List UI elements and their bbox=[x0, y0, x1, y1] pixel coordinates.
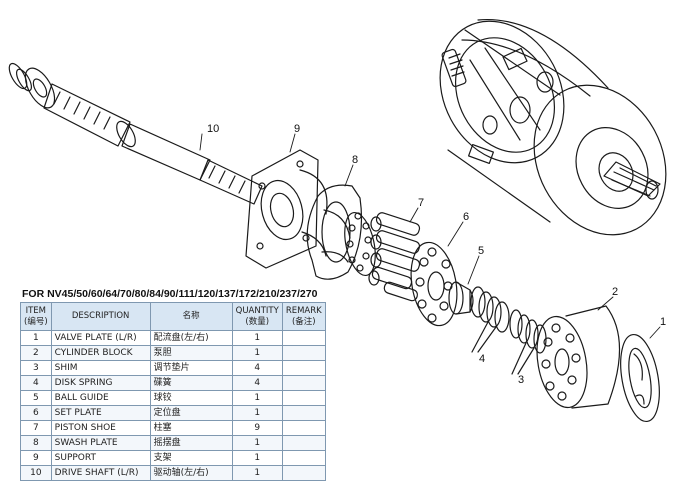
table-row: 2 CYLINDER BLOCK 泵胆 1 bbox=[20, 345, 326, 361]
cell-remark bbox=[281, 435, 326, 451]
cell-item: 2 bbox=[20, 345, 52, 361]
part-set-plate-drawing bbox=[410, 241, 458, 327]
cell-quantity: 1 bbox=[231, 345, 283, 361]
callout-9: 9 bbox=[294, 123, 300, 135]
cell-item: 6 bbox=[20, 405, 52, 421]
header-item: ITEM (编号) bbox=[20, 302, 52, 331]
cell-quantity: 1 bbox=[231, 405, 283, 421]
callout-6: 6 bbox=[463, 211, 469, 223]
cell-name: 驱动轴(左/右) bbox=[149, 465, 233, 481]
table-row: 4 DISK SPRING 碟簧 4 bbox=[20, 375, 326, 391]
header-remark-sub: (备注) bbox=[291, 316, 316, 327]
parts-table-header: ITEM (编号) DESCRIPTION 名称 QUANTITY (数量) R… bbox=[20, 302, 326, 331]
part-disk-spring-and-shim-drawing bbox=[470, 286, 547, 375]
table-row: 8 SWASH PLATE 摇摆盘 1 bbox=[20, 435, 326, 451]
callout-5: 5 bbox=[478, 245, 484, 257]
cell-quantity: 1 bbox=[231, 450, 283, 466]
parts-list-caption: FOR NV45/50/60/64/70/80/84/90/111/120/13… bbox=[22, 288, 318, 300]
cell-item: 8 bbox=[20, 435, 52, 451]
table-row: 5 BALL GUIDE 球铰 1 bbox=[20, 390, 326, 406]
cell-remark bbox=[281, 360, 326, 376]
callout-2: 2 bbox=[612, 286, 618, 298]
header-description: DESCRIPTION bbox=[50, 302, 151, 331]
cell-name: 碟簧 bbox=[149, 375, 233, 391]
cell-description: SUPPORT bbox=[50, 450, 151, 466]
callout-7: 7 bbox=[418, 197, 424, 209]
cell-quantity: 1 bbox=[231, 435, 283, 451]
cell-remark bbox=[281, 375, 326, 391]
header-item-sub: (编号) bbox=[24, 316, 48, 327]
table-row: 10 DRIVE SHAFT (L/R) 驱动轴(左/右) 1 bbox=[20, 465, 326, 481]
cell-description: CYLINDER BLOCK bbox=[50, 345, 151, 361]
cell-quantity: 4 bbox=[231, 360, 283, 376]
cell-item: 5 bbox=[20, 390, 52, 406]
cell-description: VALVE PLATE (L/R) bbox=[50, 330, 151, 346]
cell-remark bbox=[281, 450, 326, 466]
cell-description: SET PLATE bbox=[50, 405, 151, 421]
part-piston-shoe-drawing bbox=[344, 211, 421, 302]
table-row: 9 SUPPORT 支架 1 bbox=[20, 450, 326, 466]
cell-name: 球铰 bbox=[149, 390, 233, 406]
cell-remark bbox=[281, 420, 326, 436]
cell-description: SHIM bbox=[50, 360, 151, 376]
header-remark-label: REMARK bbox=[285, 305, 322, 316]
cell-quantity: 1 bbox=[231, 465, 283, 481]
callout-3: 3 bbox=[518, 374, 524, 386]
callout-10: 10 bbox=[207, 123, 219, 135]
cell-item: 10 bbox=[20, 465, 52, 481]
cell-description: BALL GUIDE bbox=[50, 390, 151, 406]
header-quantity-sub: (数量) bbox=[245, 316, 270, 327]
cell-quantity: 1 bbox=[231, 330, 283, 346]
header-name-label: 名称 bbox=[182, 311, 200, 321]
cell-name: 配流盘(左/右) bbox=[149, 330, 233, 346]
cell-remark bbox=[281, 330, 326, 346]
header-quantity: QUANTITY (数量) bbox=[231, 302, 283, 331]
cell-quantity: 9 bbox=[231, 420, 283, 436]
cell-item: 9 bbox=[20, 450, 52, 466]
cell-quantity: 1 bbox=[231, 390, 283, 406]
cell-description: DRIVE SHAFT (L/R) bbox=[50, 465, 151, 481]
cell-item: 7 bbox=[20, 420, 52, 436]
callout-8: 8 bbox=[352, 154, 358, 166]
header-quantity-label: QUANTITY bbox=[235, 305, 279, 316]
part-ball-guide-drawing bbox=[448, 281, 474, 315]
part-swash-plate-drawing bbox=[306, 184, 363, 280]
cell-item: 4 bbox=[20, 375, 52, 391]
cell-name: 定位盘 bbox=[149, 405, 233, 421]
cell-name: 摇摆盘 bbox=[149, 435, 233, 451]
cell-name: 调节垫片 bbox=[149, 360, 233, 376]
cell-remark bbox=[281, 390, 326, 406]
part-cylinder-block-drawing bbox=[536, 305, 621, 409]
callout-1: 1 bbox=[660, 316, 666, 328]
table-row: 1 VALVE PLATE (L/R) 配流盘(左/右) 1 bbox=[20, 330, 326, 346]
callout-leader-lines bbox=[199, 133, 661, 339]
assembled-pump-drawing bbox=[439, 18, 667, 236]
cell-description: SWASH PLATE bbox=[50, 435, 151, 451]
cell-item: 1 bbox=[20, 330, 52, 346]
cell-item: 3 bbox=[20, 360, 52, 376]
header-name: 名称 bbox=[149, 302, 233, 331]
table-row: 6 SET PLATE 定位盘 1 bbox=[20, 405, 326, 421]
cell-name: 泵胆 bbox=[149, 345, 233, 361]
cell-name: 支架 bbox=[149, 450, 233, 466]
part-support-drawing bbox=[245, 149, 328, 269]
cell-name: 柱塞 bbox=[149, 420, 233, 436]
cell-remark bbox=[281, 405, 326, 421]
header-description-label: DESCRIPTION bbox=[71, 311, 130, 321]
table-row: 3 SHIM 调节垫片 4 bbox=[20, 360, 326, 376]
part-valve-plate-drawing bbox=[620, 333, 660, 423]
cell-quantity: 4 bbox=[231, 375, 283, 391]
cell-description: PISTON SHOE bbox=[50, 420, 151, 436]
table-row: 7 PISTON SHOE 柱塞 9 bbox=[20, 420, 326, 436]
header-item-label: ITEM bbox=[25, 305, 47, 316]
header-remark: REMARK (备注) bbox=[281, 302, 326, 331]
parts-table: ITEM (编号) DESCRIPTION 名称 QUANTITY (数量) R… bbox=[20, 302, 326, 481]
cell-description: DISK SPRING bbox=[50, 375, 151, 391]
cell-remark bbox=[281, 465, 326, 481]
callout-4: 4 bbox=[479, 353, 485, 365]
cell-remark bbox=[281, 345, 326, 361]
part-drive-shaft-drawing bbox=[8, 62, 263, 205]
